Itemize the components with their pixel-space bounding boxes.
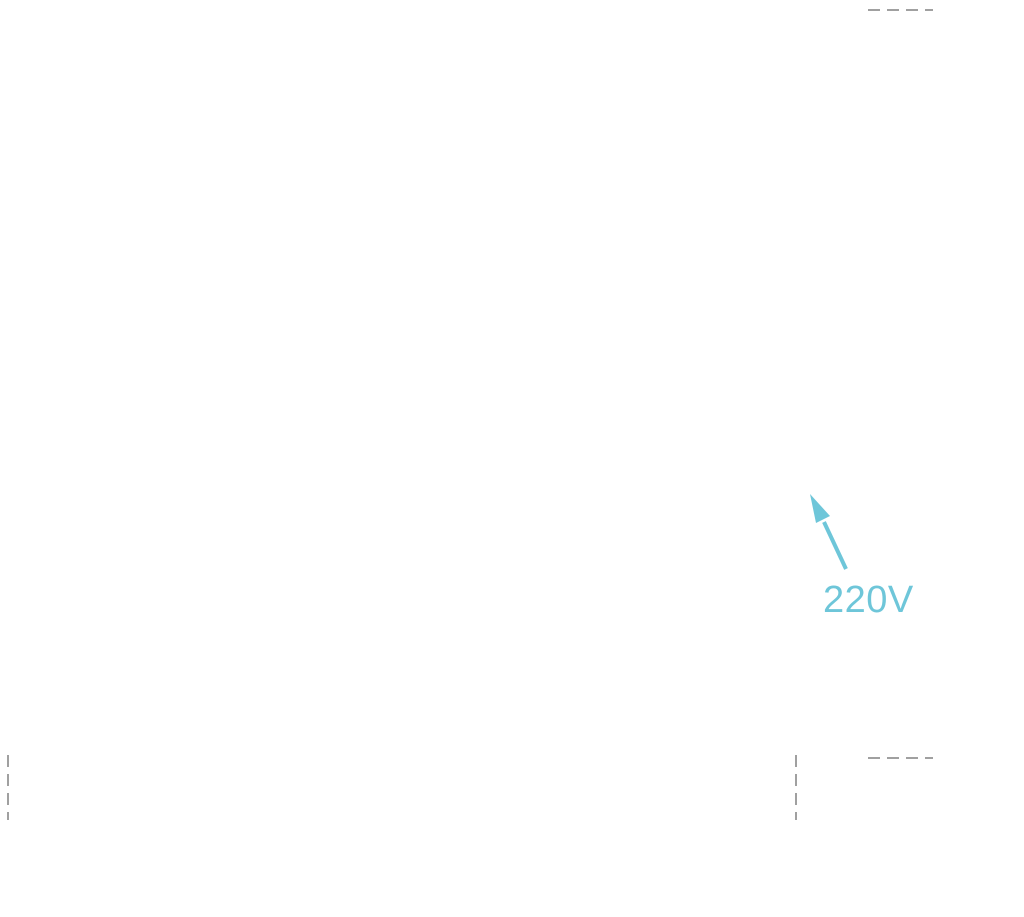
- guide-lines: [7, 9, 933, 820]
- voltage-label: 220V: [823, 579, 914, 621]
- voltage-arrow-icon: [810, 494, 848, 570]
